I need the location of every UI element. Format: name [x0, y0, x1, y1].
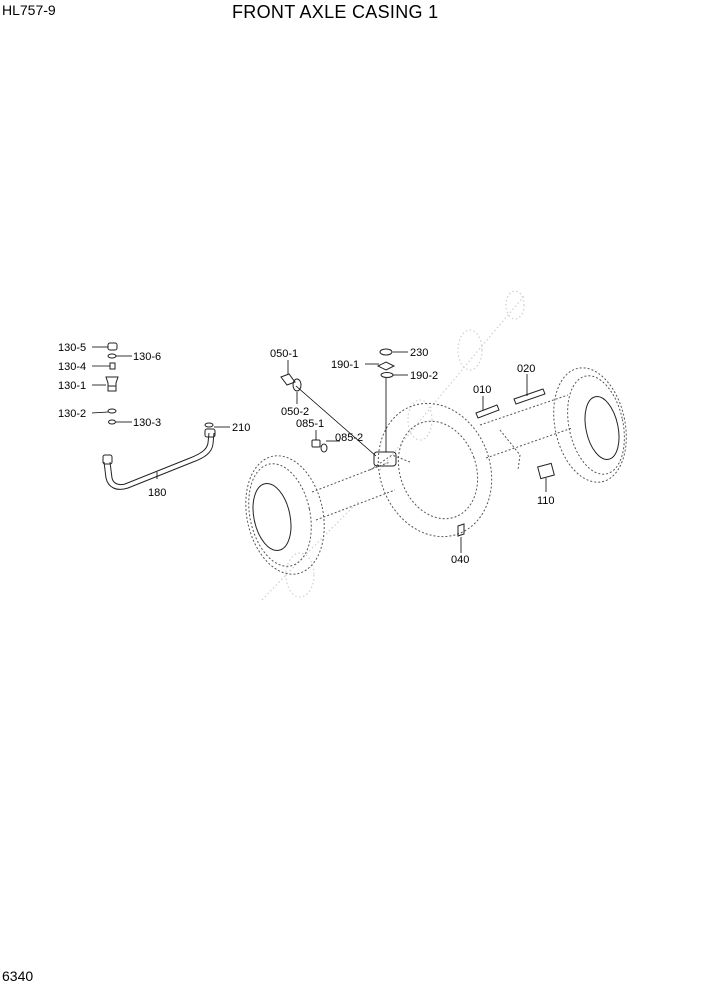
label-130-1: 130-1	[58, 380, 86, 392]
loose-parts	[280, 348, 546, 537]
label-010: 010	[473, 384, 491, 396]
leader-lines	[91, 346, 547, 553]
label-050-1: 050-1	[270, 348, 298, 360]
label-210: 210	[232, 422, 250, 434]
label-020: 020	[517, 363, 535, 375]
grease-nipple-assembly	[105, 342, 119, 425]
pipe-180	[102, 422, 216, 490]
label-040: 040	[451, 554, 469, 566]
label-050-2: 050-2	[281, 406, 309, 418]
label-110: 110	[537, 495, 555, 507]
part-labels: 130-5 130-6 130-4 130-1 130-2 130-3 210 …	[58, 342, 555, 566]
page-title: FRONT AXLE CASING 1	[232, 2, 439, 22]
label-190-1: 190-1	[331, 359, 359, 371]
axle-casing	[245, 367, 627, 575]
label-190-2: 190-2	[410, 370, 438, 382]
label-085-1: 085-1	[296, 418, 324, 430]
label-180: 180	[148, 487, 166, 499]
model-code: HL757-9	[2, 2, 56, 18]
label-130-3: 130-3	[133, 417, 161, 429]
page-number: 6340	[2, 968, 34, 984]
label-230: 230	[410, 347, 428, 359]
watermark	[261, 290, 526, 601]
label-130-4: 130-4	[58, 361, 86, 373]
label-130-6: 130-6	[133, 351, 161, 363]
label-130-2: 130-2	[58, 408, 86, 420]
label-085-2: 085-2	[335, 432, 363, 444]
label-130-5: 130-5	[58, 342, 86, 354]
